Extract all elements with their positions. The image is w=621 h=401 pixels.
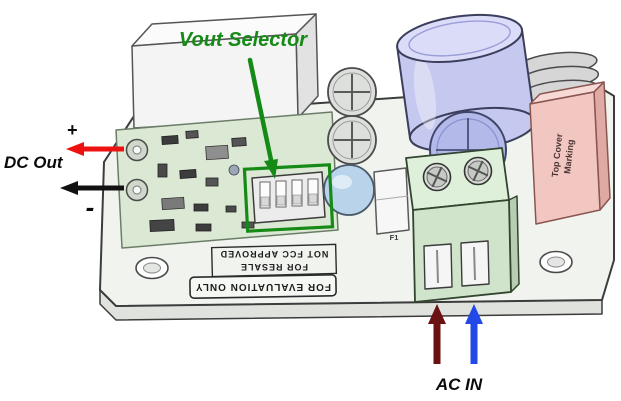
evaluation-box (189, 273, 337, 300)
transformer (131, 13, 319, 129)
daughter-pcb (115, 111, 339, 249)
terminal-top-face (405, 147, 510, 211)
mounting-hole-left-inner (143, 262, 161, 274)
smd-component (205, 177, 219, 187)
ac-in-arrowhead-live (428, 304, 446, 324)
pink-component: Top Cover Marking (529, 81, 611, 225)
smd-ic (205, 144, 229, 161)
terminal-screw-left (422, 162, 452, 192)
dip-switch-toggle (259, 181, 271, 209)
screw-cross-slot (467, 160, 489, 182)
not-fcc-text: NOT FCC APPROVED (220, 249, 329, 259)
vout-selector-highlight-box (242, 163, 335, 233)
dc-minus-arrowhead (60, 181, 78, 195)
capacitor-vent-mark (334, 122, 370, 158)
ac-terminal-block (405, 147, 520, 303)
dip-switch-slider (292, 194, 302, 205)
dc-out-label: DC Out (4, 153, 64, 172)
evaluation-text: FOR EVALUATION ONLY (195, 281, 331, 292)
dip-switch-toggle (307, 178, 319, 206)
ac-in-label: AC IN (435, 375, 483, 394)
vout-selector-label: Vout Selector (179, 29, 308, 51)
smd-component (195, 223, 212, 232)
fuse-holder-seam (375, 195, 409, 201)
mounting-hole-right-inner (547, 256, 565, 268)
smd-ic (161, 196, 185, 211)
top-cover-marking-line2: Marking (562, 139, 576, 174)
smd-component (161, 135, 179, 145)
capacitor-vent-mark (334, 74, 370, 110)
terminal-window-left-slot (436, 249, 439, 284)
dip-switch-slider (260, 196, 270, 207)
electrolytic-capacitors-top (327, 67, 377, 165)
top-cover-marking-line1: Top Cover (550, 133, 565, 178)
dc-minus-pad-hole (132, 185, 142, 195)
dip-switch-slider (276, 195, 286, 206)
dip-switch-toggle (275, 180, 287, 208)
resale-text: FOR RESALE (240, 262, 308, 272)
dc-plus-arrowhead (66, 142, 84, 156)
vout-selector-arrow-shaft (247, 57, 274, 163)
annotations-layer: Vout Selector DC Out + - AC IN (4, 29, 483, 394)
screw-cross-slot (426, 166, 448, 188)
bulk-capacitor-top (396, 13, 524, 63)
not-fcc-box (210, 243, 338, 278)
bulk-capacitor-top-ring (408, 20, 511, 57)
terminal-window-right-slot (473, 246, 476, 281)
pink-front-face (529, 91, 601, 225)
small-capacitor (228, 164, 240, 176)
smd-component (225, 205, 237, 213)
silkscreen-markings: NOT FCC APPROVED FOR RESALE FOR EVALUATI… (189, 233, 399, 300)
dip-switch (251, 171, 326, 224)
smd-component (193, 203, 209, 212)
dc-plus-label: + (67, 120, 78, 140)
smd-component (157, 163, 168, 178)
smd-component (185, 130, 199, 139)
capacitor-top-ring (332, 72, 372, 112)
dc-plus-pad-hole (132, 145, 142, 155)
fuse-ref-text: F1 (390, 233, 399, 242)
fuse-holder (373, 167, 410, 235)
vout-selector-arrowhead (264, 159, 278, 179)
blue-capacitor-small-highlight (332, 175, 352, 189)
capacitor-top-ring (332, 120, 372, 160)
dip-switch-toggle (291, 179, 303, 207)
bulk-capacitor-highlight (413, 58, 437, 130)
smd-component (231, 137, 247, 147)
smd-component (149, 218, 175, 233)
ac-in-arrowhead-neutral (465, 304, 483, 324)
terminal-screw-right (463, 156, 493, 186)
dc-minus-label: - (86, 192, 95, 222)
dip-switch-slider (308, 193, 318, 204)
smd-component (179, 169, 197, 179)
